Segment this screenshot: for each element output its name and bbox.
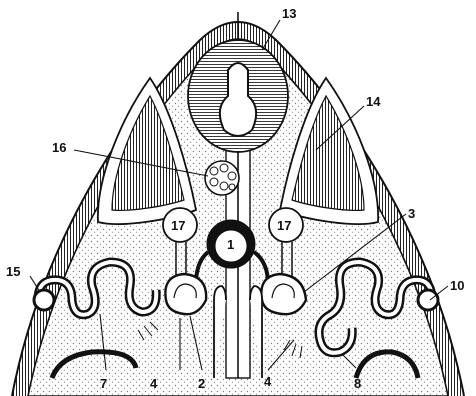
- right-tube-bulb: [418, 290, 438, 310]
- label-13: 13: [282, 6, 296, 21]
- label-7: 7: [100, 376, 107, 391]
- left-tube-bulb: [34, 290, 54, 310]
- label-15: 15: [6, 264, 20, 279]
- label-10: 10: [450, 278, 464, 293]
- label-8: 8: [354, 376, 361, 391]
- label-4-right: 4: [264, 374, 272, 389]
- label-3: 3: [408, 206, 415, 221]
- label-16: 16: [52, 140, 66, 155]
- left-ampulla: [165, 274, 206, 314]
- label-17-left: 17: [171, 218, 185, 233]
- label-17-right: 17: [277, 218, 291, 233]
- label-14: 14: [366, 94, 381, 109]
- label-1: 1: [227, 237, 234, 252]
- label-4-left: 4: [150, 376, 158, 391]
- label-2: 2: [198, 376, 205, 391]
